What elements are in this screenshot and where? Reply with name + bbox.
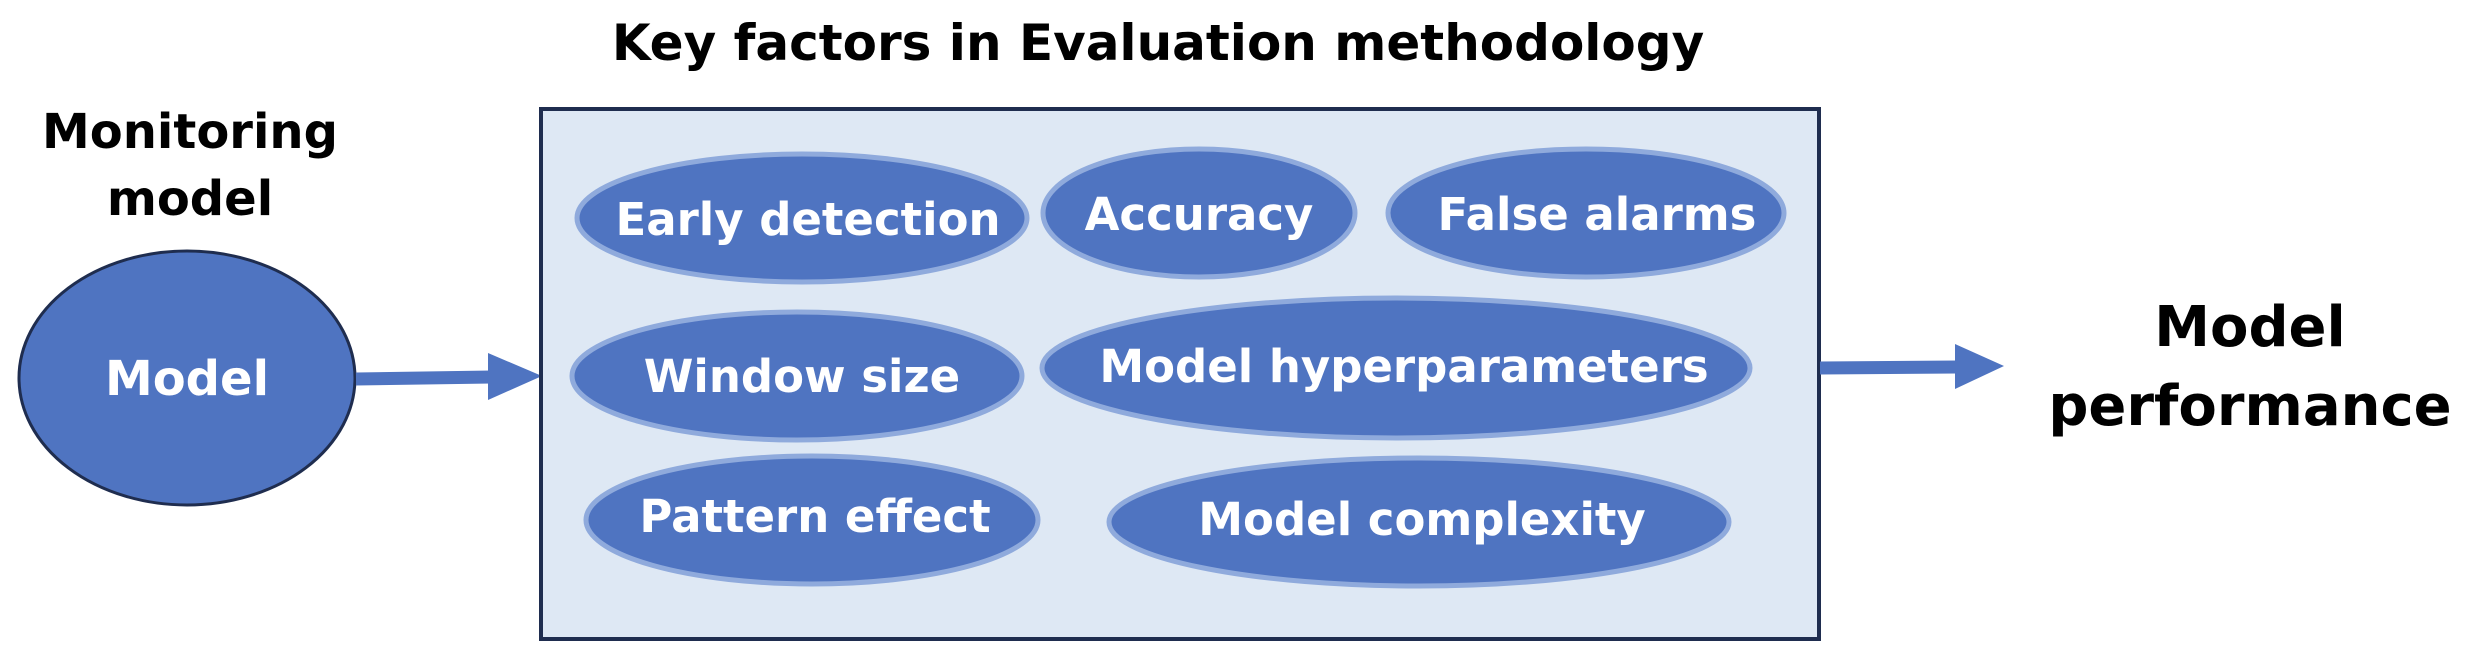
factor-model-complexity-label: Model complexity	[1198, 493, 1645, 546]
factor-early-detection: Early detection	[574, 151, 1030, 285]
model-performance-heading-line2: performance	[2048, 374, 2451, 439]
monitoring-model-heading-line2: model	[107, 171, 273, 227]
model-node-label: Model	[105, 351, 269, 407]
factor-false-alarms-label: False alarms	[1438, 188, 1757, 241]
factor-model-hyperparameters-label: Model hyperparameters	[1099, 340, 1708, 393]
factor-false-alarms: False alarms	[1385, 146, 1787, 280]
factor-accuracy: Accuracy	[1040, 146, 1358, 280]
monitoring-model-heading-line1: Monitoring	[42, 104, 338, 160]
model-node: Model	[17, 249, 357, 507]
output-arrow	[1819, 344, 2004, 389]
model-performance-heading-line1: Model	[2154, 295, 2345, 360]
factor-window-size: Window size	[569, 309, 1025, 443]
factor-early-detection-label: Early detection	[615, 193, 1000, 246]
factor-pattern-effect-label: Pattern effect	[639, 490, 990, 543]
factor-window-size-label: Window size	[644, 350, 960, 403]
diagram-title: Key factors in Evaluation methodology	[612, 14, 1704, 72]
model-node-shape	[17, 249, 357, 507]
factor-pattern-effect: Pattern effect	[583, 453, 1041, 587]
factor-accuracy-label: Accuracy	[1085, 188, 1314, 241]
factor-model-hyperparameters: Model hyperparameters	[1039, 295, 1753, 441]
input-arrow	[355, 353, 542, 400]
factor-model-complexity: Model complexity	[1106, 455, 1732, 589]
